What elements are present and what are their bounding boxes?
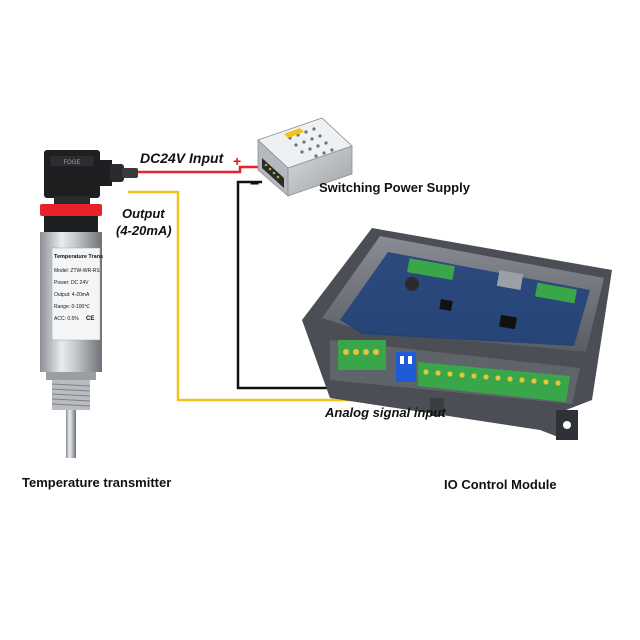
plus-terminal-sign: + — [233, 153, 242, 169]
switching-power-supply-image — [257, 117, 353, 197]
plate-line-2: Power: DC 24V — [54, 280, 89, 286]
io-control-module-image — [302, 228, 612, 440]
red-power-wire — [138, 165, 258, 174]
minus-terminal-sign: − — [250, 176, 260, 193]
output-label-line2: (4-20mA) — [116, 223, 172, 238]
plate-line-3: Output: 4-20mA — [54, 292, 90, 298]
temperature-transmitter-image: FOGE Temperature Trans Model: ZTW-WR-RS … — [40, 150, 138, 458]
plate-line-1: Model: ZTW-WR-RS — [54, 268, 100, 274]
transmitter-thread — [51, 380, 91, 410]
analog-signal-input-label: Analog signal input — [325, 405, 446, 420]
switching-power-supply-label: Switching Power Supply — [319, 180, 470, 195]
plate-ce-mark: CE — [86, 316, 94, 322]
plate-line-4: Range: 0-100℃ — [54, 304, 90, 310]
transmitter-brand: FOGE — [63, 160, 80, 166]
dc24v-input-label: DC24V Input — [140, 150, 224, 166]
plate-line-5: ACC: 0.5% — [54, 316, 79, 322]
plate-title: Temperature Trans — [54, 254, 103, 260]
output-label-line1: Output — [122, 206, 165, 221]
io-control-module-label: IO Control Module — [444, 477, 557, 492]
temperature-transmitter-label: Temperature transmitter — [22, 475, 172, 490]
